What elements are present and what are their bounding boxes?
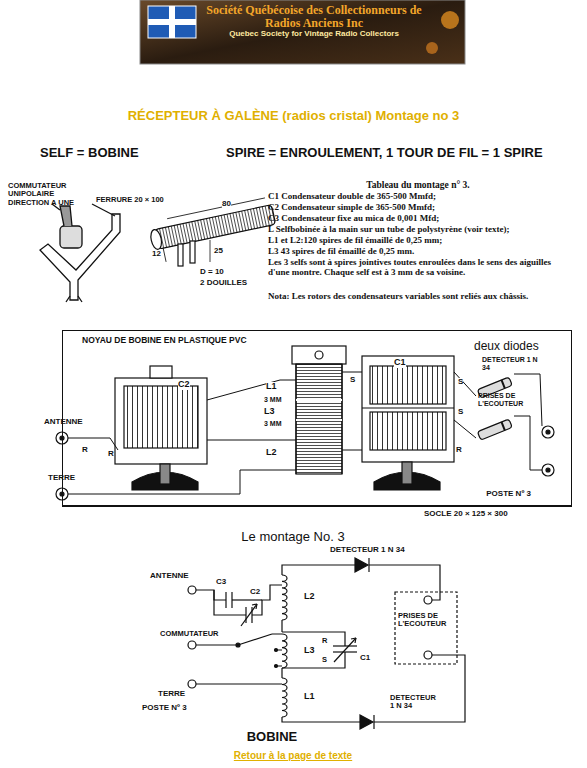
component-label: L2 [304,592,315,602]
component-label: C3 [216,578,226,587]
dimension: 80 [222,200,231,209]
component-label: C1 [394,358,406,368]
table-row: C3 Condensateur fixe au mica de 0,001 Mf… [268,214,439,224]
component-label: DETECTEUR 1 N 34 [390,694,442,711]
link-text: Retour à la page de texte [234,750,352,761]
part-label: DETECTEUR 1 N 34 [482,356,544,371]
component-label: L3 [304,646,315,656]
part-label: NOYAU DE BOBINE EN PLASTIQUE PVC [82,336,247,345]
table-row: C2 Condensateur simple de 365-500 Mmfd; [268,203,435,213]
dimension: D = 10 [200,268,224,277]
coil-winding [282,634,287,668]
dimension: SOCLE 20 × 125 × 300 [424,510,508,519]
terminal-label: ANTENNE [150,572,189,581]
society-subtitle: Quebec Society for Vintage Radio Collect… [198,30,430,39]
terminal-mark: R [456,446,462,455]
banner: Société Québécoise des Collectionneurs d… [196,2,432,43]
part-label: COMMUTATEUR [160,630,218,638]
poste-number: POSTE Nº 3 [486,490,531,499]
table-title: Tableau du montage n° 3. [366,180,470,190]
terminal-mark: R [108,450,114,459]
component-label: L1 [266,382,277,392]
table-note: Nota: Les rotors des condensateurs varia… [268,292,574,302]
schematic [188,558,465,729]
heading: SELF = BOBINE [40,146,139,160]
coil-tube-illustration [148,197,279,266]
terminal-mark: S [458,378,463,387]
table-row: L3 43 spires de fil émaillé de 0,25 mm. [268,247,414,257]
terminal-mark: R [322,637,327,645]
heading: SPIRE = ENROULEMENT, 1 TOUR DE FIL = 1 S… [226,146,543,160]
terminal-label: ANTENNE [44,418,83,427]
part-label: PRISES DE L'ECOUTEUR [478,392,540,407]
society-name: Société Québécoise des Collectionneurs d… [198,4,430,30]
coil-winding [282,575,287,620]
component-label: C2 [178,380,190,390]
dimension: 3 MM [264,396,282,404]
part-label: POSTE Nº 3 [142,704,187,713]
terminal-label: TERRE [48,474,75,483]
component-label: L2 [266,448,277,458]
component-label: L1 [304,692,315,702]
dimension: 2 DOUILLES [200,279,247,288]
table-row: C1 Condensateur double de 365-500 Mmfd; [268,192,436,202]
component-label: DETECTEUR 1 N 34 [330,546,405,555]
caption-heading: Le montage No. 3 [241,530,344,544]
dimension: 25 [214,247,223,256]
component-label: L3 [264,407,275,417]
table-row: L1 et L2:120 spires de fil émaillé de 0,… [268,236,442,246]
switch-illustration [40,204,120,302]
part-label: deux diodes [474,340,539,353]
terminal-mark: S [458,408,463,417]
terminal-label: TERRE [158,690,185,699]
part-label: COMMUTATEUR UNIPOLAIRE DIRECTION A UNE [8,182,90,207]
component-label: C1 [360,654,370,663]
page-title: RÉCEPTEUR À GALÈNE (radios cristal) Mont… [0,108,587,123]
baseboard-wires [68,372,542,494]
table-row: L Selfbobinée à la main sur un tube de p… [268,225,509,235]
part-label: PRISES DE L'ECOUTEUR [398,612,454,629]
banner-art [140,0,465,64]
part-label: FERRURE 20 × 100 [96,196,164,204]
terminal-mark: R [82,446,88,455]
terminal-mark: S [350,376,355,385]
terminal-mark: S [322,656,327,664]
dimension: 12 [152,250,161,259]
table-note: Les 3 selfs sont à spires jointives tout… [268,258,574,278]
component-label: C2 [250,588,260,597]
dimension: 3 MM [264,420,282,428]
caption-heading: BOBINE [247,730,298,744]
coil-winding [282,678,287,717]
baseboard-illustration [56,346,572,506]
